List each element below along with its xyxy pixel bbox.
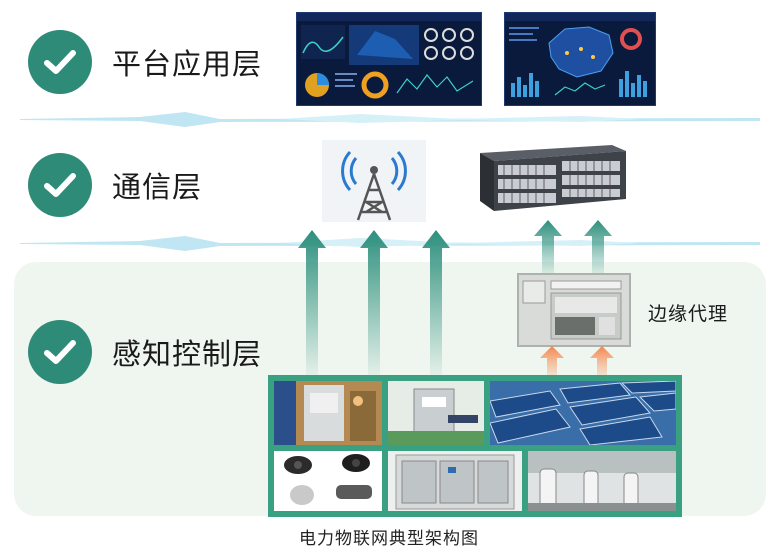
- check-circle-icon: [28, 320, 92, 384]
- dashboard-screen-2: [504, 12, 656, 106]
- edge-agent-device: [517, 273, 631, 347]
- photo-ev-chargers: [528, 451, 676, 511]
- sensing-device-gallery: [268, 375, 682, 517]
- layer-label: 感知控制层: [112, 337, 263, 371]
- layer-divider-1: [20, 112, 760, 127]
- check-circle-icon: [28, 30, 92, 94]
- photo-solar-panels: [490, 381, 676, 445]
- edge-input-arrows: [540, 346, 614, 376]
- layer-row-sensing: 感知控制层: [28, 320, 262, 384]
- uplink-arrows: [298, 230, 450, 376]
- dashboard-screen-1: [296, 12, 482, 106]
- signal-tower-icon: [322, 140, 426, 222]
- photo-meter-cabinet: [274, 381, 382, 445]
- layer-row-platform: 平台应用层: [28, 30, 262, 94]
- photo-security-cameras: [274, 451, 382, 511]
- layer-label: 通信层: [112, 170, 203, 204]
- edge-agent-label: 边缘代理: [648, 303, 729, 325]
- network-switch-device: [466, 143, 628, 213]
- layer-label: 平台应用层: [112, 47, 263, 81]
- photo-switchgear: [388, 451, 522, 511]
- photo-distribution-box: [388, 381, 484, 445]
- edge-uplink-arrows: [534, 220, 612, 274]
- layer-row-communication: 通信层: [28, 153, 202, 217]
- diagram-caption: 电力物联网典型架构图: [299, 529, 479, 549]
- check-circle-icon: [28, 153, 92, 217]
